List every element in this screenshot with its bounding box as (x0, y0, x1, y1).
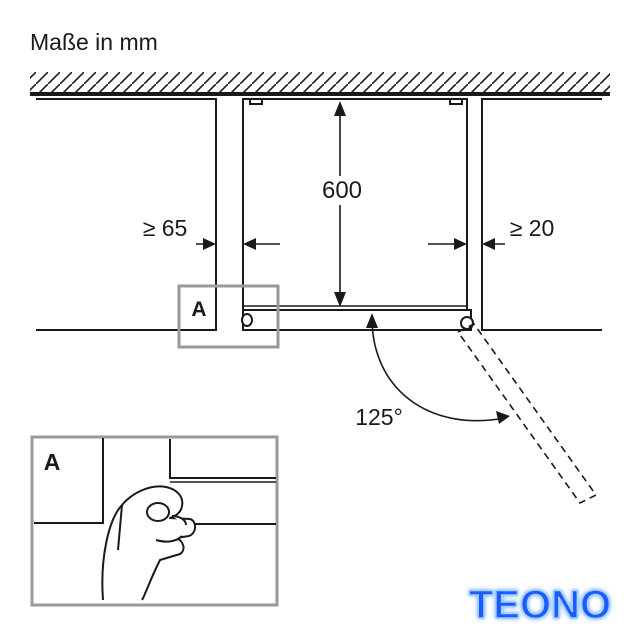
left-cabinet (36, 98, 217, 331)
detail-a-marker-label: A (191, 298, 206, 321)
opened-door-dashed (456, 322, 598, 505)
left-clearance-arrows (196, 238, 280, 250)
right-clearance-label: ≥ 20 (510, 215, 555, 241)
teono-logo: TEONO (469, 583, 611, 627)
height-label-background (318, 176, 366, 205)
diagram-title: Maße in mm (30, 29, 158, 55)
right-clearance-arrows (428, 238, 505, 250)
detail-a-inset-label: A (44, 449, 61, 475)
opening-angle-arc (366, 313, 510, 424)
appliance-body (241, 98, 474, 331)
ceiling (30, 72, 610, 96)
hand-illustration (101, 485, 197, 601)
detail-a-inset: A (30, 435, 279, 607)
detail-a-marker: A (177, 284, 280, 349)
height-dimension-label: 600 (322, 177, 362, 204)
left-clearance-label: ≥ 65 (143, 215, 188, 241)
opening-angle-label: 125° (355, 404, 403, 430)
right-cabinet (481, 98, 602, 331)
